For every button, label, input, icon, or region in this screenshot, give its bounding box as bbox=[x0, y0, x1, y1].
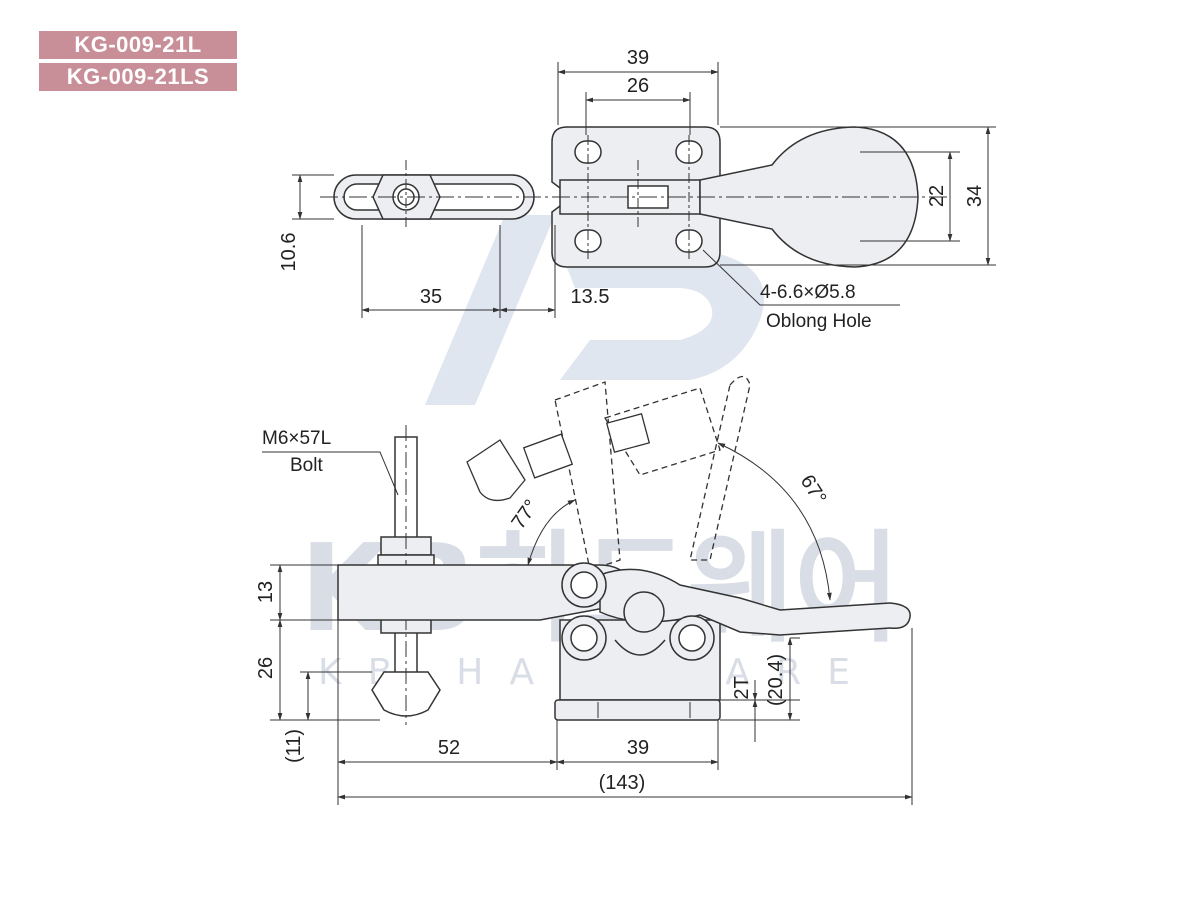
spindle-tip bbox=[371, 671, 441, 717]
watermark-logo-b bbox=[560, 250, 764, 380]
dim-26: 26 bbox=[627, 75, 649, 97]
pivot-link bbox=[623, 591, 665, 633]
angle-67: 67° bbox=[796, 471, 831, 508]
top-view bbox=[320, 126, 950, 268]
hole-spec: 4-6.6×Ø5.8 bbox=[760, 282, 856, 303]
bolt-leader bbox=[262, 451, 399, 496]
angle-arc-77 bbox=[527, 499, 576, 566]
dim-13: 13 bbox=[255, 581, 277, 603]
top-view-labels: 39 26 22 34 10.6 35 13.5 4-6.6×Ø5.8 Oblo… bbox=[278, 47, 986, 332]
dim-20-4: (20.4) bbox=[765, 654, 787, 706]
dim-143: (143) bbox=[599, 772, 646, 794]
pivot-upper-hole bbox=[570, 571, 598, 599]
model-label-1: KG-009-21L bbox=[39, 31, 237, 59]
pivot-lower-right-hole bbox=[678, 624, 706, 652]
ghost-spindle-tip bbox=[466, 439, 526, 502]
dim-22: 22 bbox=[926, 185, 948, 207]
dim-11: (11) bbox=[283, 729, 305, 763]
dim-13-5: 13.5 bbox=[571, 286, 610, 308]
top-view-dimensions bbox=[292, 62, 996, 318]
side-clamp-body bbox=[337, 562, 911, 721]
ghost-arm-77 bbox=[554, 381, 621, 571]
dim-10-6: 10.6 bbox=[278, 233, 300, 272]
dim-35: 35 bbox=[420, 286, 442, 308]
dim-26-side: 26 bbox=[255, 657, 277, 679]
angle-arc-67 bbox=[717, 442, 832, 601]
hole-leader bbox=[702, 249, 900, 306]
bolt-type: Bolt bbox=[290, 455, 323, 476]
dim-52: 52 bbox=[438, 737, 460, 759]
side-view-labels: M6×57L Bolt 13 26 (11) 52 39 (143) 2T (2… bbox=[255, 428, 830, 794]
ghost-nut-2 bbox=[605, 413, 651, 453]
ghost-handle bbox=[689, 375, 751, 561]
dim-39-bottom: 39 bbox=[627, 737, 649, 759]
model-label-2: KG-009-21LS bbox=[39, 63, 237, 91]
side-open-position-parts bbox=[466, 413, 651, 502]
pivot-lower-left-hole bbox=[570, 624, 598, 652]
ghost-nut bbox=[522, 433, 574, 479]
link-cutout bbox=[614, 639, 666, 656]
side-view-dimensions bbox=[262, 442, 913, 805]
dim-34: 34 bbox=[964, 185, 986, 207]
clamp-base-plate bbox=[554, 699, 721, 721]
dim-39-top: 39 bbox=[627, 47, 649, 69]
hole-type: Oblong Hole bbox=[766, 311, 872, 332]
dim-2t: 2T bbox=[731, 676, 753, 699]
bolt-spec: M6×57L bbox=[262, 428, 331, 449]
